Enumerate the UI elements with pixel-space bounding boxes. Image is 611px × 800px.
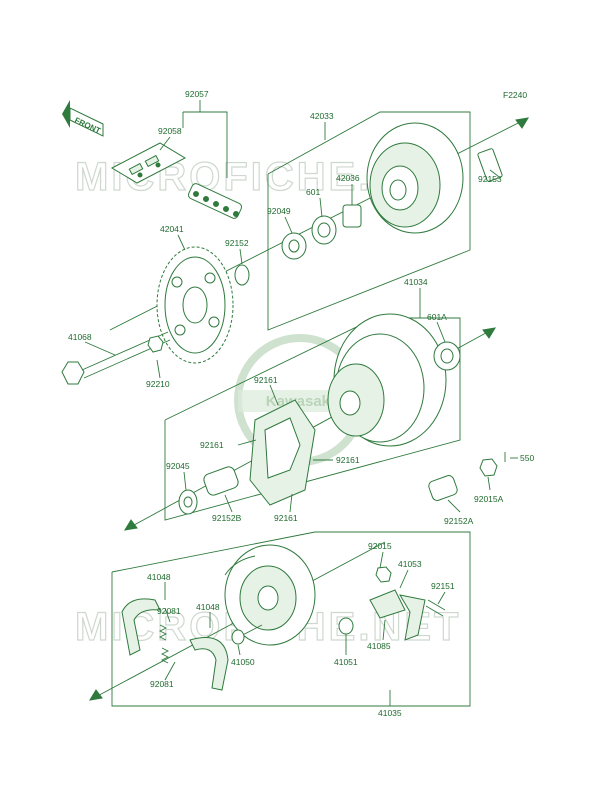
rear-sprocket — [156, 246, 234, 364]
label-92153: 92153 — [478, 174, 502, 184]
part-labels: 92057 92058 42033 42036 601 92049 92153 … — [68, 89, 534, 718]
label-92058: 92058 — [158, 126, 182, 136]
label-550: 550 — [520, 453, 534, 463]
label-92057: 92057 — [185, 89, 209, 99]
label-41053: 41053 — [398, 559, 422, 569]
label-92152: 92152 — [225, 238, 249, 248]
label-92161-right: 92161 — [336, 455, 360, 465]
label-42036: 42036 — [336, 173, 360, 183]
label-41048-right: 41048 — [196, 602, 220, 612]
drive-chain — [110, 111, 243, 219]
label-92045: 92045 — [166, 461, 190, 471]
label-92152B: 92152B — [212, 513, 242, 523]
label-92161-bottom: 92161 — [274, 513, 298, 523]
label-41035: 41035 — [378, 708, 402, 718]
figure-code: F2240 — [503, 90, 527, 100]
label-42041: 42041 — [160, 224, 184, 234]
label-601: 601 — [306, 187, 320, 197]
brake-shoes — [121, 598, 263, 691]
label-41034: 41034 — [404, 277, 428, 287]
label-41048-left: 41048 — [147, 572, 171, 582]
upper-bearings — [234, 148, 503, 286]
label-92081-top: 92081 — [157, 606, 181, 616]
label-42033: 42033 — [310, 111, 334, 121]
upper-hub — [366, 122, 464, 234]
wheel-hub — [327, 313, 461, 447]
axle-bolt — [61, 331, 171, 385]
label-92151: 92151 — [431, 581, 455, 591]
label-41068: 41068 — [68, 332, 92, 342]
label-92049: 92049 — [267, 206, 291, 216]
brake-panel — [224, 544, 316, 646]
label-92161-left: 92161 — [200, 440, 224, 450]
leader-lines — [84, 100, 518, 706]
middle-collars — [178, 452, 506, 515]
label-41051: 41051 — [334, 657, 358, 667]
label-92015A: 92015A — [474, 494, 504, 504]
damper-rubbers — [249, 399, 316, 506]
label-92015: 92015 — [368, 541, 392, 551]
brake-lever — [338, 566, 446, 641]
front-arrow: FRONT — [62, 100, 104, 137]
label-92210: 92210 — [146, 379, 170, 389]
label-92161-top: 92161 — [254, 375, 278, 385]
label-92081-bottom: 92081 — [150, 679, 174, 689]
label-41050: 41050 — [231, 657, 255, 667]
label-41085: 41085 — [367, 641, 391, 651]
label-601A: 601A — [427, 312, 447, 322]
label-92152A: 92152A — [444, 516, 474, 526]
